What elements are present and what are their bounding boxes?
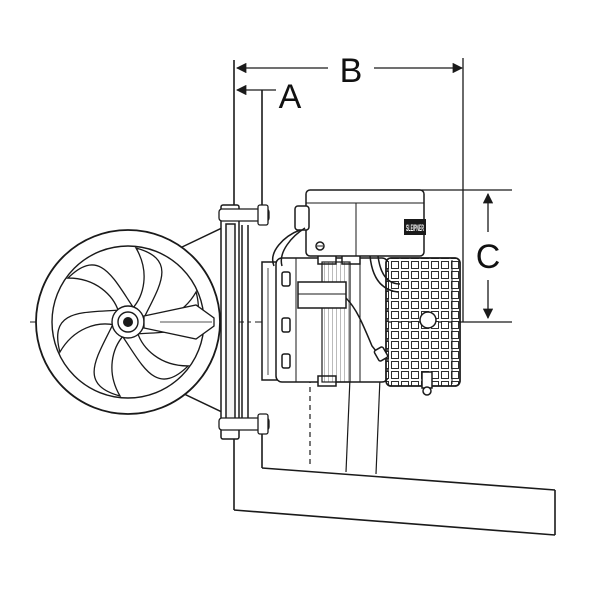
- hull-bottom-outer: [233, 509, 556, 536]
- control-box: [294, 189, 425, 257]
- brand-badge: [404, 219, 426, 235]
- cable-right: [369, 255, 399, 293]
- propeller-blade: [131, 246, 163, 324]
- motor-band-clamp: [321, 261, 351, 383]
- cable-left: [271, 229, 301, 267]
- dimension-c-label: C: [476, 238, 501, 276]
- support-strut: [309, 377, 381, 475]
- sensor-wire: [345, 297, 381, 357]
- bolt-top: [218, 208, 270, 222]
- mounting-flange: [220, 204, 249, 440]
- propeller-blade: [57, 309, 123, 354]
- dimension-b-label: B: [340, 52, 363, 90]
- motor-vent-cover: [385, 257, 461, 396]
- cables: [271, 227, 401, 362]
- propeller: [35, 229, 221, 415]
- hull-bottom-inner: [261, 467, 556, 491]
- bolt-bottom: [218, 417, 270, 431]
- brand-badge-text: SLEIPNER: [406, 223, 424, 233]
- flange-bolts: [218, 204, 270, 435]
- vent-cover-knob: [419, 311, 437, 329]
- propeller-blade: [119, 331, 190, 380]
- dimension-a-label: A: [279, 78, 302, 116]
- propeller-blade: [66, 264, 137, 313]
- terminal-block: [297, 281, 347, 309]
- propeller-blade: [93, 320, 125, 398]
- electric-motor: [261, 253, 389, 387]
